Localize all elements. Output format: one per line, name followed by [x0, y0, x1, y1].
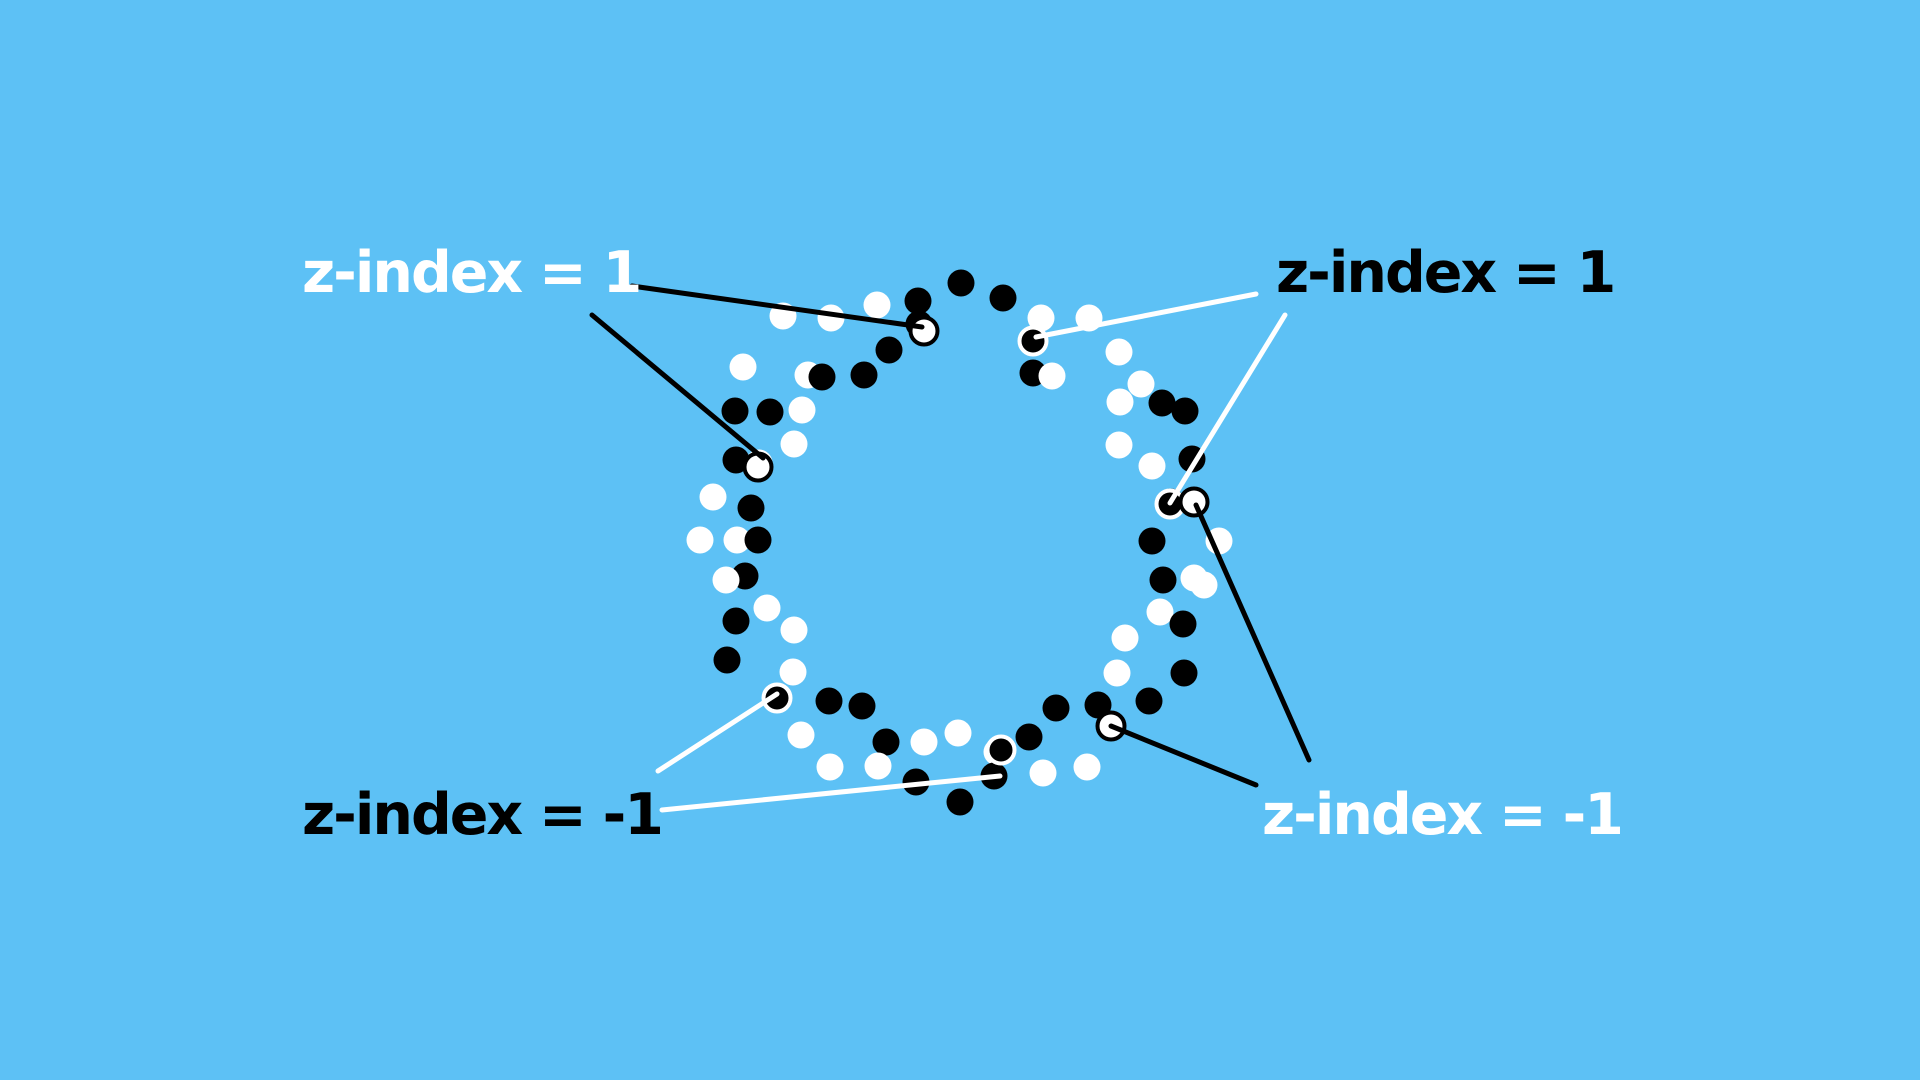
dark-dot	[744, 526, 772, 554]
dot-ring	[686, 269, 1233, 816]
light-dot	[1105, 431, 1133, 459]
light-dot	[1029, 759, 1057, 787]
label-bottom-right: z-index = -1	[1262, 782, 1624, 848]
dark-dot	[1169, 610, 1197, 638]
leader-line	[1167, 312, 1288, 506]
highlighted-dot	[742, 451, 774, 483]
light-dot	[699, 483, 727, 511]
light-dot	[1105, 338, 1133, 366]
dark-dot	[947, 269, 975, 297]
highlighted-dot	[985, 734, 1017, 766]
dark-dot	[815, 687, 843, 715]
light-dot	[780, 616, 808, 644]
light-dot	[1027, 304, 1055, 332]
light-dot	[780, 430, 808, 458]
highlighted-dot	[1017, 325, 1049, 357]
light-dot	[1190, 571, 1218, 599]
leader-line	[1193, 502, 1312, 763]
dark-dot	[946, 788, 974, 816]
light-dot	[817, 304, 845, 332]
light-dot	[686, 526, 714, 554]
dark-dot	[721, 397, 749, 425]
light-dot	[910, 728, 938, 756]
light-dot	[1127, 370, 1155, 398]
dark-dot	[1042, 694, 1070, 722]
label-bottom-left: z-index = -1	[302, 782, 664, 848]
light-dot	[729, 353, 757, 381]
dark-dot	[808, 363, 836, 391]
light-dot	[1111, 624, 1139, 652]
dark-dot	[904, 287, 932, 315]
dark-dot	[875, 336, 903, 364]
dark-dot	[737, 494, 765, 522]
dark-dot	[1138, 527, 1166, 555]
leader-line	[629, 283, 925, 330]
dark-dot	[722, 607, 750, 635]
light-dot	[788, 396, 816, 424]
dark-dot	[1148, 389, 1176, 417]
light-dot	[944, 719, 972, 747]
dark-dot	[848, 692, 876, 720]
light-dot	[753, 594, 781, 622]
light-dot	[1146, 598, 1174, 626]
light-dot	[1073, 753, 1101, 781]
highlighted-dot	[908, 315, 940, 347]
light-dot	[864, 752, 892, 780]
dark-dot	[1149, 566, 1177, 594]
light-dot	[863, 291, 891, 319]
light-dot	[1138, 452, 1166, 480]
light-dot	[787, 721, 815, 749]
label-top-left: z-index = 1	[302, 240, 642, 306]
light-dot	[712, 566, 740, 594]
light-dot	[1103, 659, 1131, 687]
dark-dot	[989, 284, 1017, 312]
dark-dot	[1084, 691, 1112, 719]
highlighted-dot	[761, 682, 793, 714]
dark-dot	[850, 361, 878, 389]
leader-line	[589, 312, 766, 461]
light-dot	[779, 658, 807, 686]
dark-dot	[1171, 397, 1199, 425]
leader-line	[1033, 291, 1259, 340]
light-dot	[1106, 388, 1134, 416]
light-dot	[1038, 362, 1066, 390]
light-dot	[816, 753, 844, 781]
dark-dot	[872, 728, 900, 756]
leader-line	[659, 773, 1003, 813]
leader-line	[1108, 723, 1259, 788]
dark-dot	[1170, 659, 1198, 687]
leader-line	[655, 691, 780, 774]
highlighted-dot	[1178, 486, 1210, 518]
light-dot	[723, 526, 751, 554]
dark-dot	[756, 398, 784, 426]
label-top-right: z-index = 1	[1276, 240, 1616, 306]
dark-dot	[1135, 687, 1163, 715]
leader-lines	[589, 283, 1312, 813]
dark-dot	[713, 646, 741, 674]
dark-dot	[1015, 723, 1043, 751]
